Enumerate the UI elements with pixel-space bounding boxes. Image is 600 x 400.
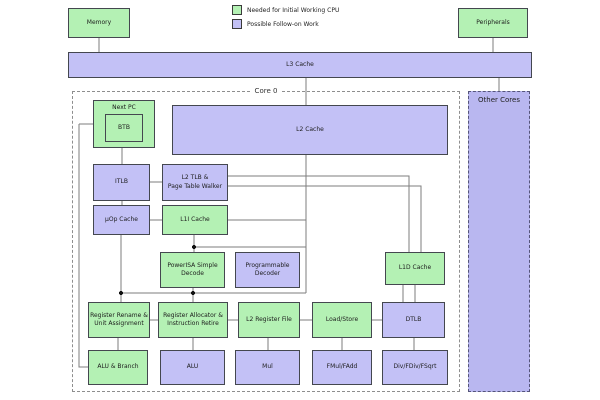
core0-region: Core 0 xyxy=(72,87,460,392)
core0-title: Core 0 xyxy=(250,87,282,95)
alu-box: ALU xyxy=(160,350,225,385)
l1d-cache-box: L1D Cache xyxy=(385,252,445,285)
l2-cache-box: L2 Cache xyxy=(172,105,448,155)
legend-item-initial: Needed for Initial Working CPU xyxy=(232,5,339,15)
junction-dots xyxy=(119,245,196,295)
dtlb-box: DTLB xyxy=(382,302,445,338)
legend-label: Possible Follow-on Work xyxy=(247,20,319,28)
peripherals-box: Peripherals xyxy=(458,8,528,38)
other-cores-label: Other Cores xyxy=(478,96,520,104)
l1i-cache-box: L1I Cache xyxy=(162,205,228,235)
legend-item-follow-on: Possible Follow-on Work xyxy=(232,19,339,29)
itlb-box: ITLB xyxy=(93,164,150,201)
l2-tlb-page-table-walker-box: L2 TLB & Page Table Walker xyxy=(162,164,228,201)
other-cores-box: Other Cores xyxy=(468,91,530,392)
load-store-box: Load/Store xyxy=(312,302,372,338)
div-fdiv-fsqrt-box: Div/FDiv/FSqrt xyxy=(382,350,448,385)
register-rename-box: Register Rename & Unit Assignment xyxy=(88,302,150,338)
fmul-fadd-box: FMul/FAdd xyxy=(312,350,372,385)
programmable-decoder-box: Programmable Decoder xyxy=(235,252,300,288)
btb-box: BTB xyxy=(105,114,143,142)
memory-box: Memory xyxy=(68,8,130,38)
uop-cache-box: µOp Cache xyxy=(93,205,150,235)
legend-label: Needed for Initial Working CPU xyxy=(247,6,340,14)
l3-cache-box: L3 Cache xyxy=(68,52,532,78)
legend: Needed for Initial Working CPU Possible … xyxy=(232,5,339,33)
legend-swatch-green xyxy=(232,5,242,15)
register-allocator-box: Register Allocator & Instruction Retire xyxy=(158,302,228,338)
l2-register-file-box: L2 Register File xyxy=(238,302,300,338)
mul-box: Mul xyxy=(235,350,300,385)
alu-branch-box: ALU & Branch xyxy=(88,350,148,385)
powerisa-simple-decode-box: PowerISA Simple Decode xyxy=(160,252,225,288)
legend-swatch-purple xyxy=(232,19,242,29)
